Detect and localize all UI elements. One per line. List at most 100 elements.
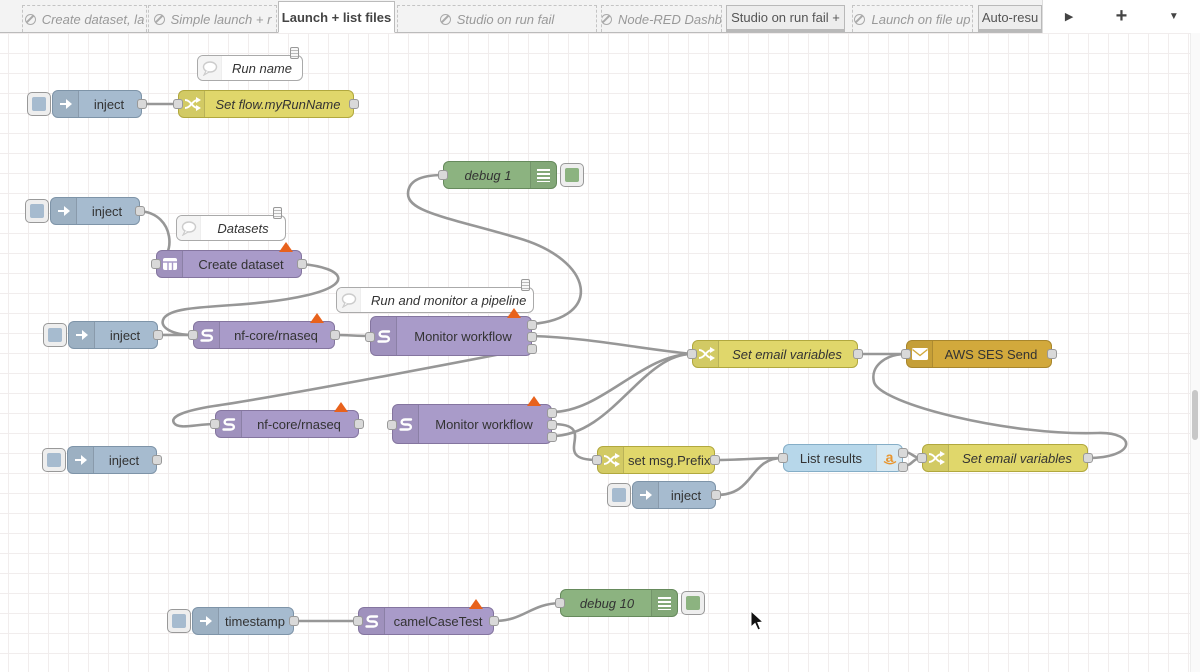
input-port[interactable] (365, 332, 375, 342)
change-node-set-email-variables[interactable]: Set email variables (687, 340, 863, 368)
monitor-workflow-node[interactable]: Monitor workflow (365, 308, 537, 356)
wire[interactable] (530, 334, 694, 356)
input-port[interactable] (917, 453, 927, 463)
comment-node-run-name[interactable]: Run name (197, 47, 303, 81)
launch-pipeline-node[interactable]: nf-core/rnaseq (210, 402, 364, 438)
output-port[interactable] (711, 490, 721, 500)
output-port[interactable] (297, 259, 307, 269)
monitor-workflow-node[interactable]: Monitor workflow (387, 396, 557, 444)
inject-node[interactable]: inject (52, 90, 147, 118)
inject-node[interactable]: inject (632, 481, 721, 509)
tab-auto-resume[interactable]: Auto-resu (978, 5, 1042, 32)
inject-node[interactable]: inject (67, 446, 162, 474)
input-port[interactable] (555, 598, 565, 608)
launch-pipeline-node[interactable]: nf-core/rnaseq (188, 313, 340, 349)
scroll-tabs-right-button[interactable]: ▶ (1064, 11, 1074, 23)
shuffle-icon (693, 341, 719, 367)
output-port-1[interactable] (898, 448, 908, 458)
tab-node-red-dashboard[interactable]: Node-RED Dashb (601, 5, 722, 32)
tab-simple-launch[interactable]: Simple launch + r (148, 5, 277, 32)
input-port[interactable] (173, 99, 183, 109)
output-port[interactable] (330, 330, 340, 340)
change-node-set-email-variables[interactable]: Set email variables (917, 444, 1093, 472)
debug-toggle-button[interactable] (560, 163, 584, 187)
change-node-set-flow-myrunname[interactable]: Set flow.myRunName (173, 90, 359, 118)
node-label: camelCaseTest (393, 613, 483, 629)
wire[interactable] (161, 262, 340, 337)
input-port[interactable] (438, 170, 448, 180)
list-results-node[interactable]: List results a (778, 444, 908, 472)
output-port-2[interactable] (527, 332, 537, 342)
input-port[interactable] (901, 349, 911, 359)
wire[interactable] (550, 352, 694, 414)
output-port-1[interactable] (547, 408, 557, 418)
change-node-set-msg-prefix[interactable]: set msg.Prefix (592, 446, 720, 474)
inject-node[interactable]: inject (50, 197, 145, 225)
wire[interactable] (714, 456, 785, 497)
inject-button[interactable] (27, 92, 51, 116)
input-port[interactable] (592, 455, 602, 465)
wire[interactable] (406, 173, 583, 326)
tab-studio-on-run-fail-2[interactable]: Studio on run fail + (726, 5, 845, 32)
output-port[interactable] (349, 99, 359, 109)
document-icon (521, 279, 530, 291)
wire[interactable] (492, 601, 562, 623)
vertical-scrollbar-track[interactable] (1190, 33, 1200, 672)
inject-button[interactable] (167, 609, 191, 633)
comment-node-datasets[interactable]: Datasets (176, 207, 286, 241)
input-port[interactable] (778, 453, 788, 463)
output-port-3[interactable] (527, 344, 537, 354)
output-port[interactable] (152, 455, 162, 465)
wire[interactable] (550, 422, 599, 462)
output-port-1[interactable] (527, 320, 537, 330)
output-port[interactable] (1083, 453, 1093, 463)
warning-triangle-icon (334, 402, 348, 412)
comment-label: Run name (232, 60, 292, 76)
wire[interactable] (171, 346, 534, 428)
output-port-2[interactable] (898, 462, 908, 472)
output-port[interactable] (853, 349, 863, 359)
aws-ses-send-node[interactable]: AWS SES Send (901, 340, 1057, 368)
wire[interactable] (872, 352, 1128, 460)
inject-node-timestamp[interactable]: timestamp (192, 607, 299, 635)
input-port[interactable] (387, 420, 397, 430)
input-port[interactable] (687, 349, 697, 359)
tab-studio-on-run-fail[interactable]: Studio on run fail (397, 5, 597, 32)
input-port[interactable] (151, 259, 161, 269)
node-label: nf-core/rnaseq (257, 416, 341, 432)
debug-toggle-button[interactable] (681, 591, 705, 615)
output-port[interactable] (1047, 349, 1057, 359)
create-dataset-node[interactable]: Create dataset (151, 242, 307, 278)
output-port[interactable] (137, 99, 147, 109)
output-port[interactable] (489, 616, 499, 626)
inject-button[interactable] (42, 448, 66, 472)
output-port[interactable] (354, 419, 364, 429)
inject-button[interactable] (607, 483, 631, 507)
output-port-2[interactable] (547, 420, 557, 430)
wire[interactable] (550, 352, 694, 438)
input-port[interactable] (353, 616, 363, 626)
input-port[interactable] (210, 419, 220, 429)
inject-button[interactable] (25, 199, 49, 223)
output-port[interactable] (153, 330, 163, 340)
camelcasetest-node[interactable]: camelCaseTest (353, 599, 499, 635)
output-port[interactable] (289, 616, 299, 626)
output-port[interactable] (135, 206, 145, 216)
debug-node[interactable]: debug 10 (555, 589, 678, 617)
tab-create-dataset[interactable]: Create dataset, la (22, 5, 147, 32)
tab-launch-on-file-upload[interactable]: Launch on file up (852, 5, 973, 32)
debug-node[interactable]: debug 1 (438, 161, 557, 189)
tab-launch-list-files[interactable]: Launch + list files (278, 1, 395, 33)
input-port[interactable] (188, 330, 198, 340)
node-label: Monitor workflow (435, 416, 533, 432)
mouse-cursor (750, 609, 766, 637)
flow-list-dropdown-button[interactable]: ▼ (1168, 11, 1179, 22)
output-port[interactable] (710, 455, 720, 465)
output-port-3[interactable] (547, 432, 557, 442)
inject-button[interactable] (43, 323, 67, 347)
vertical-scrollbar-thumb[interactable] (1192, 390, 1198, 440)
add-flow-button[interactable]: + (1115, 5, 1128, 27)
inject-node[interactable]: inject (68, 321, 163, 349)
comment-node-run-and-monitor[interactable]: Run and monitor a pipeline (336, 279, 534, 313)
